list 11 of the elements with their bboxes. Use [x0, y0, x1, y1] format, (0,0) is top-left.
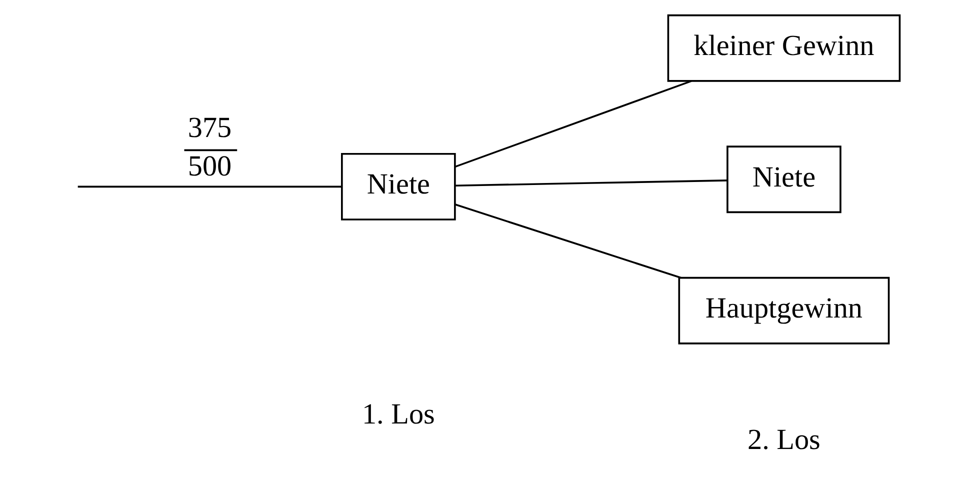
node-box: Niete	[341, 152, 456, 220]
label: 1. Los	[362, 398, 435, 430]
node-box: Niete	[726, 146, 842, 214]
connector	[454, 80, 692, 168]
edge-label: 375 500	[188, 112, 232, 182]
label: 2. Los	[748, 424, 820, 456]
connector	[78, 186, 342, 188]
node-box: kleiner Gewinn	[667, 14, 901, 82]
connector	[454, 180, 727, 187]
node-box: Hauptgewinn	[678, 276, 890, 344]
connector	[454, 204, 682, 279]
